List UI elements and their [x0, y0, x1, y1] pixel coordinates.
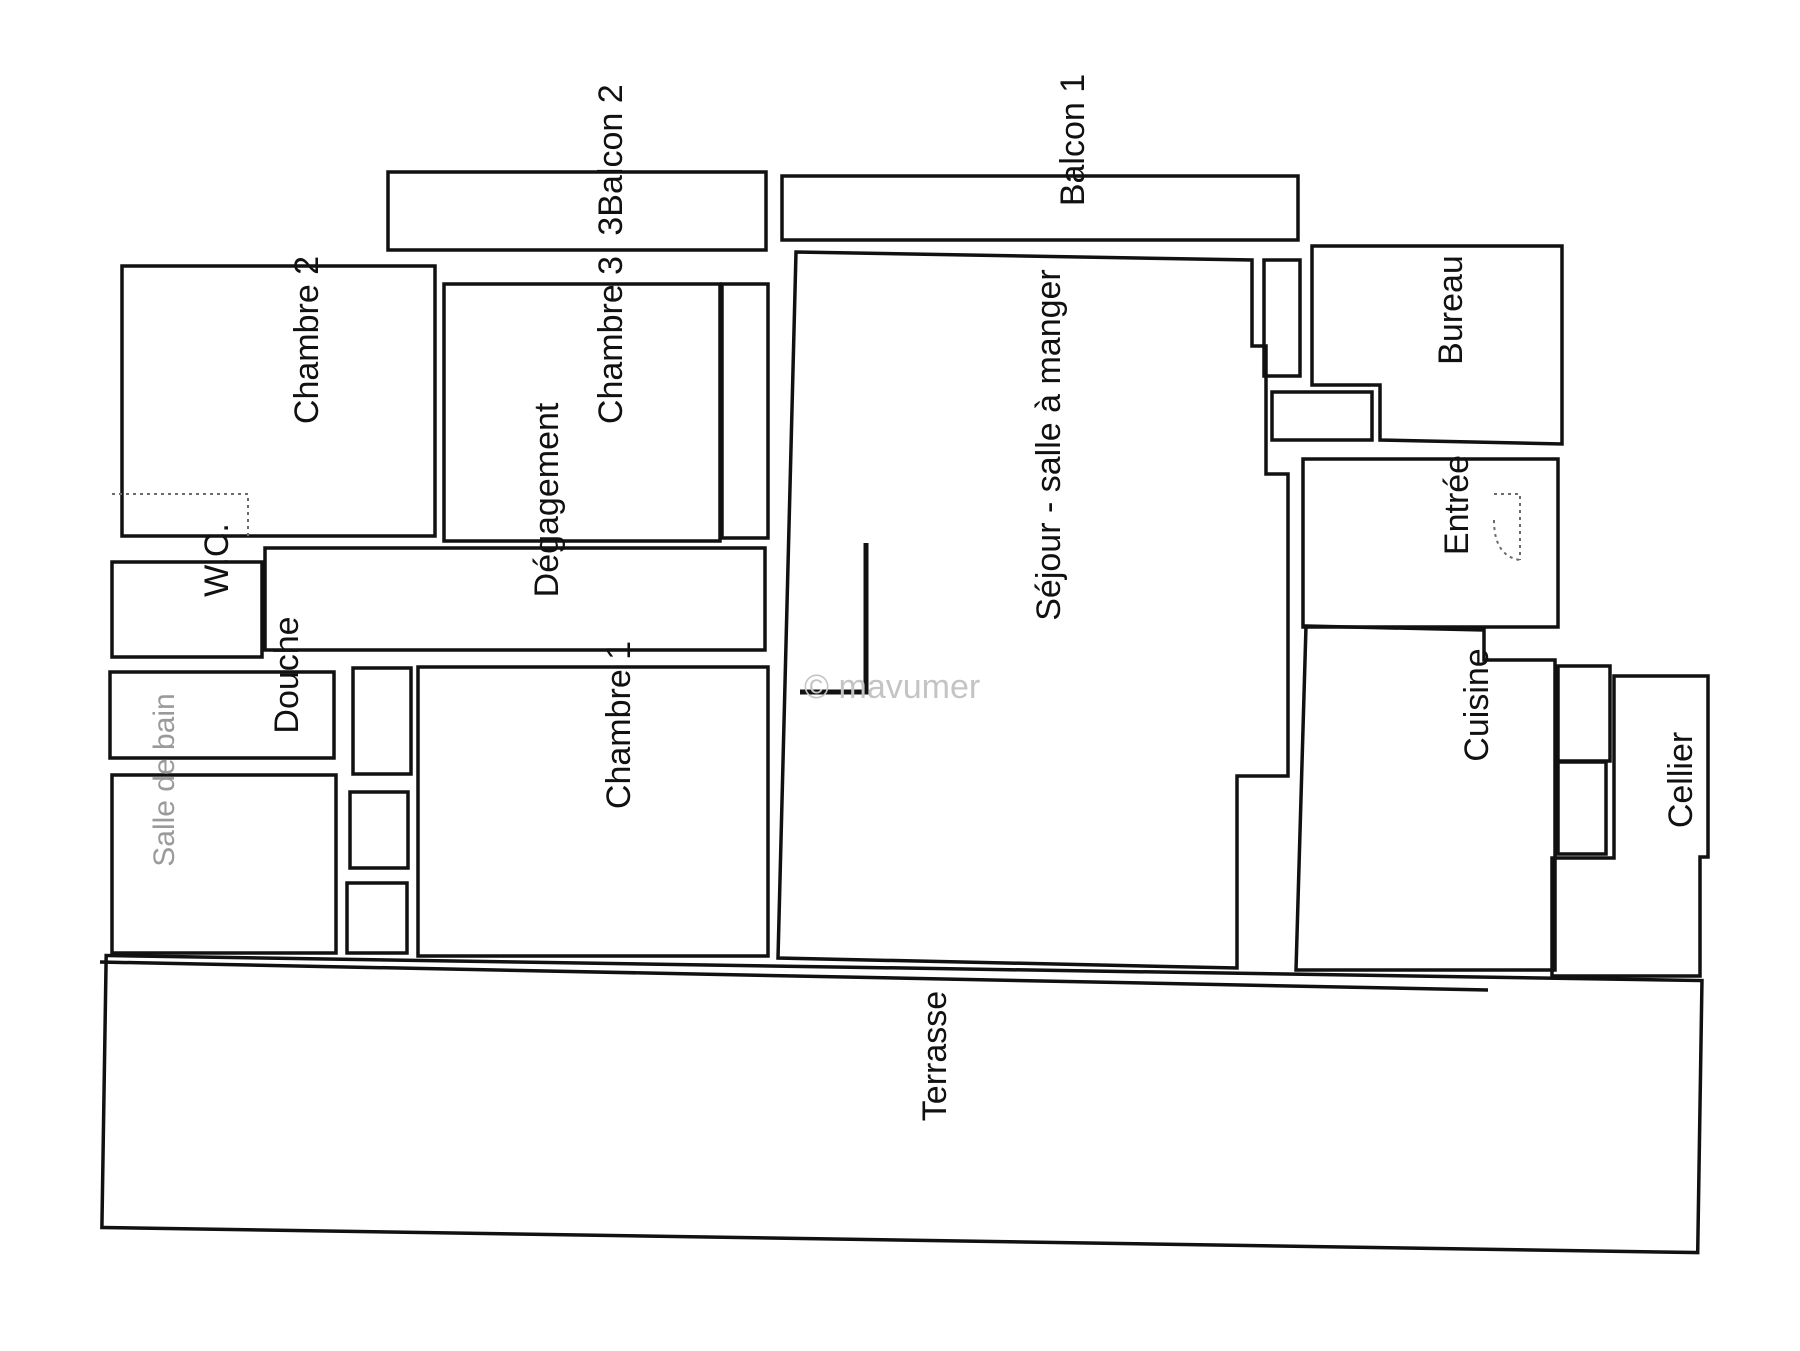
wc-outline [110, 560, 264, 659]
chambre-3-closet [720, 282, 770, 540]
label-douche: Douche [268, 616, 306, 733]
terrasse-outline [100, 953, 1704, 1255]
label-bureau: Bureau [1432, 255, 1470, 365]
balcon-2-outline [386, 170, 768, 252]
label-chambre-3: Chambre 3 [592, 256, 630, 424]
label-entree: Entrée [1438, 455, 1476, 555]
entree-outline [1301, 457, 1560, 629]
cellier-outline [1550, 674, 1710, 978]
label-cuisine: Cuisine [1458, 648, 1496, 761]
closet-2 [348, 790, 410, 870]
label-balcon-1: Balcon 1 [1054, 74, 1092, 206]
douche-outline [108, 670, 336, 760]
sejour-outline [776, 250, 1290, 970]
watermark: © mavumer [804, 668, 980, 706]
label-chambre-2: Chambre 2 [288, 256, 326, 424]
label-salle-de-bain: Salle de bain [148, 693, 181, 866]
wc-upper-wall [112, 493, 249, 540]
chambre-2-outline [120, 264, 437, 538]
closet-3 [345, 881, 409, 955]
balcon-1-outline [780, 174, 1300, 242]
label-wc: W.C. [198, 523, 236, 597]
label-cellier: Cellier [1662, 732, 1700, 828]
degagement-outline [263, 546, 767, 652]
label-degagement: Dégagement [528, 402, 566, 597]
cuisine-counter-1 [1556, 664, 1612, 763]
bureau-outline [1310, 244, 1564, 446]
label-terrasse: Terrasse [916, 991, 954, 1121]
cuisine-counter-2 [1556, 760, 1608, 856]
label-balcon-2: 3Balcon 2 [592, 84, 630, 235]
storage-box-2 [1270, 390, 1374, 442]
entree-door-swing [1493, 493, 1521, 561]
chambre-3-outline [442, 282, 722, 543]
chambre-1-outline [416, 665, 770, 958]
storage-box-1 [1262, 258, 1302, 378]
label-sejour: Séjour - salle à manger [1030, 269, 1068, 621]
sejour-partition [800, 543, 869, 695]
building-exterior-wall [99, 960, 1489, 992]
closet-1 [351, 666, 413, 776]
salle-de-bain-outline [110, 773, 338, 955]
label-chambre-1: Chambre 1 [600, 641, 638, 809]
cuisine-outline [1294, 624, 1557, 972]
